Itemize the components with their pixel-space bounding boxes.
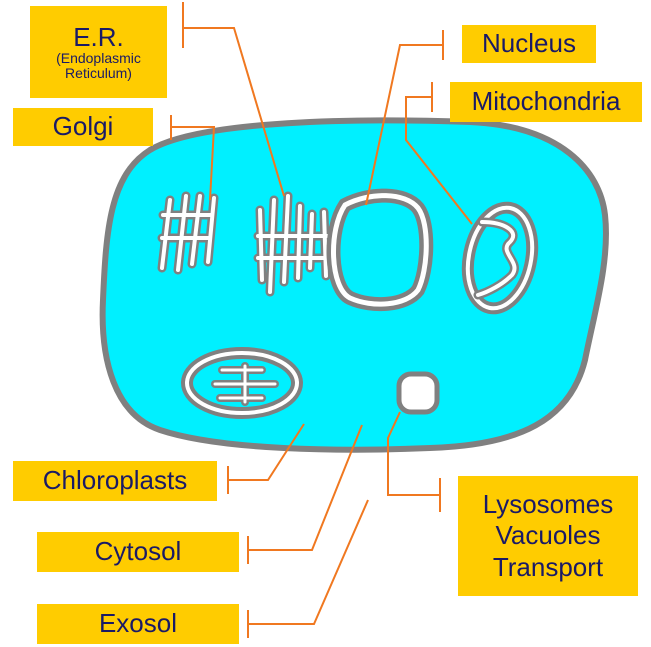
er-label-title: E.R. <box>73 24 124 51</box>
er-label: E.R. (Endoplasmic Reticulum) <box>30 6 167 98</box>
chloroplasts-label-text: Chloroplasts <box>43 467 188 494</box>
chloroplasts-label: Chloroplasts <box>13 461 217 501</box>
mitochondria-label: Mitochondria <box>450 82 642 122</box>
exosol-label-text: Exosol <box>99 610 177 637</box>
mitochondria-label-text: Mitochondria <box>472 88 621 115</box>
nucleus-label: Nucleus <box>462 25 596 63</box>
lysosomes-label: Lysosomes Vacuoles Transport <box>458 476 638 596</box>
er-label-line1: (Endoplasmic <box>56 51 141 66</box>
cytosol-label-text: Cytosol <box>95 538 182 565</box>
exosol-label: Exosol <box>37 604 239 644</box>
golgi-label: Golgi <box>13 108 153 146</box>
golgi-label-text: Golgi <box>53 113 114 140</box>
cytosol-label: Cytosol <box>37 532 239 572</box>
lysosomes-label-line1: Lysosomes <box>483 489 614 520</box>
chloroplast <box>187 353 297 413</box>
nucleus <box>334 196 427 305</box>
nucleus-label-text: Nucleus <box>482 30 576 57</box>
lysosome <box>399 374 437 412</box>
lysosomes-label-line2: Vacuoles <box>495 520 600 551</box>
er-label-line2: Reticulum) <box>65 66 132 81</box>
lysosomes-label-line3: Transport <box>493 552 603 583</box>
